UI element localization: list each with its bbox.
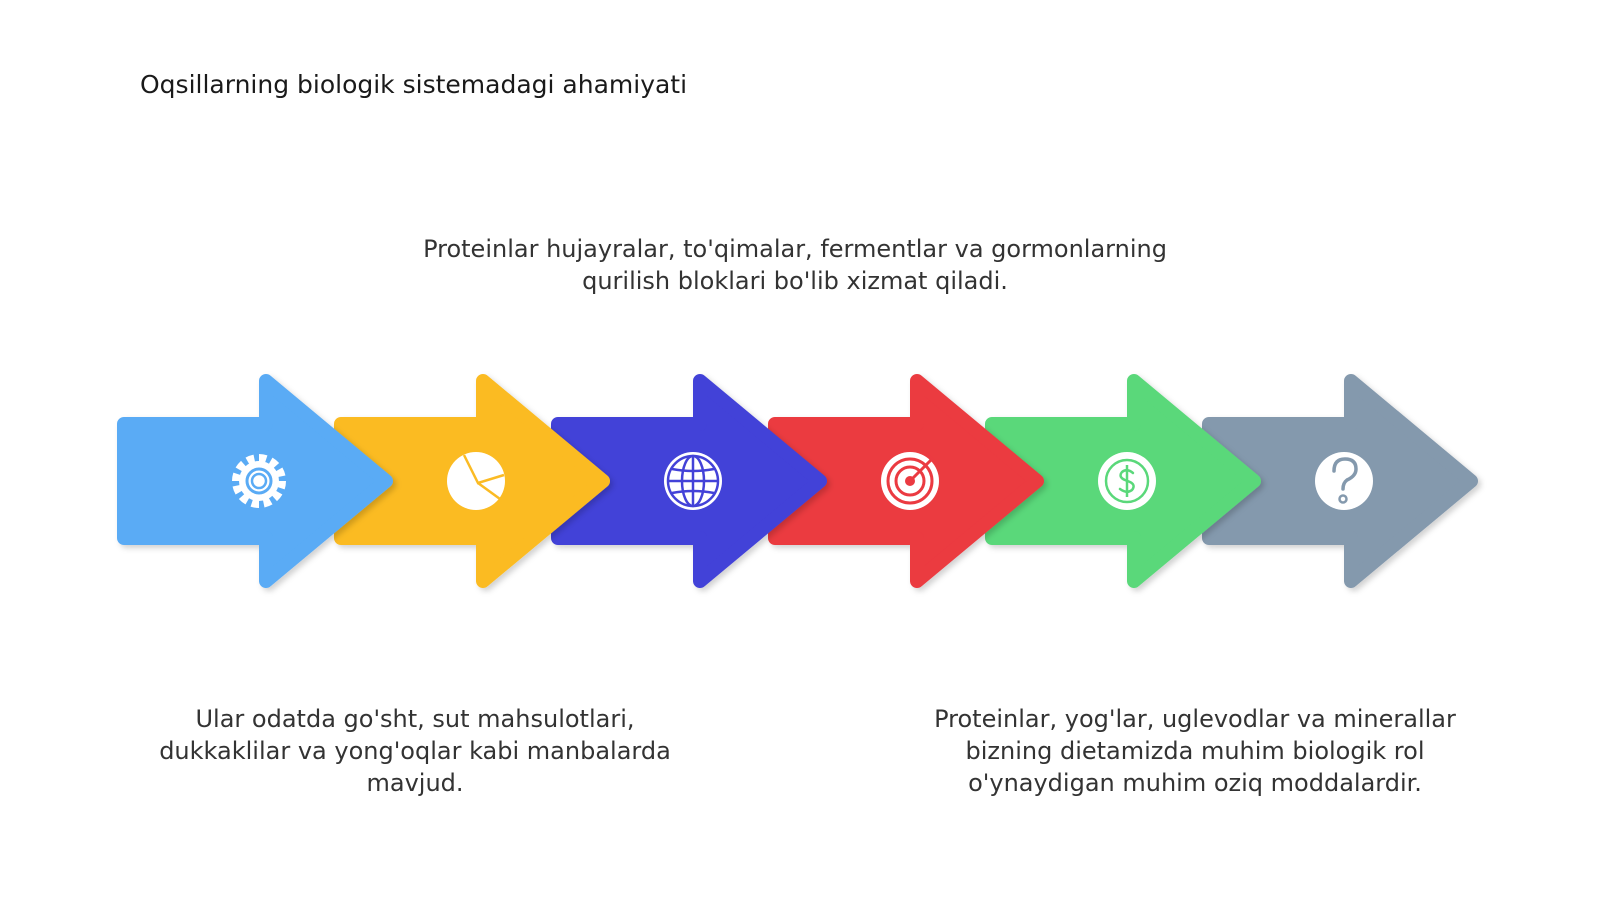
text-sources: Ular odatda go'sht, sut mahsulotlari, du…	[159, 705, 671, 797]
gear-icon	[232, 454, 286, 508]
dollar-coin-icon	[1098, 452, 1156, 510]
arrow-step-6	[1202, 374, 1478, 588]
text-building-blocks: Proteinlar hujayralar, to'qimalar, ferme…	[423, 235, 1167, 295]
arrow-step-1	[117, 374, 393, 588]
pie-chart-icon	[447, 452, 505, 510]
arrow-step-3	[551, 374, 827, 588]
arrow-step-2	[334, 374, 610, 588]
question-icon	[1315, 452, 1373, 510]
globe-icon	[664, 452, 722, 510]
text-nutrients: Proteinlar, yog'lar, uglevodlar va miner…	[934, 705, 1456, 797]
arrow-step-4	[768, 374, 1044, 588]
arrow-step-5	[985, 374, 1261, 588]
page-title: Oqsillarning biologik sistemadagi ahamiy…	[140, 70, 688, 99]
target-icon	[881, 451, 940, 510]
